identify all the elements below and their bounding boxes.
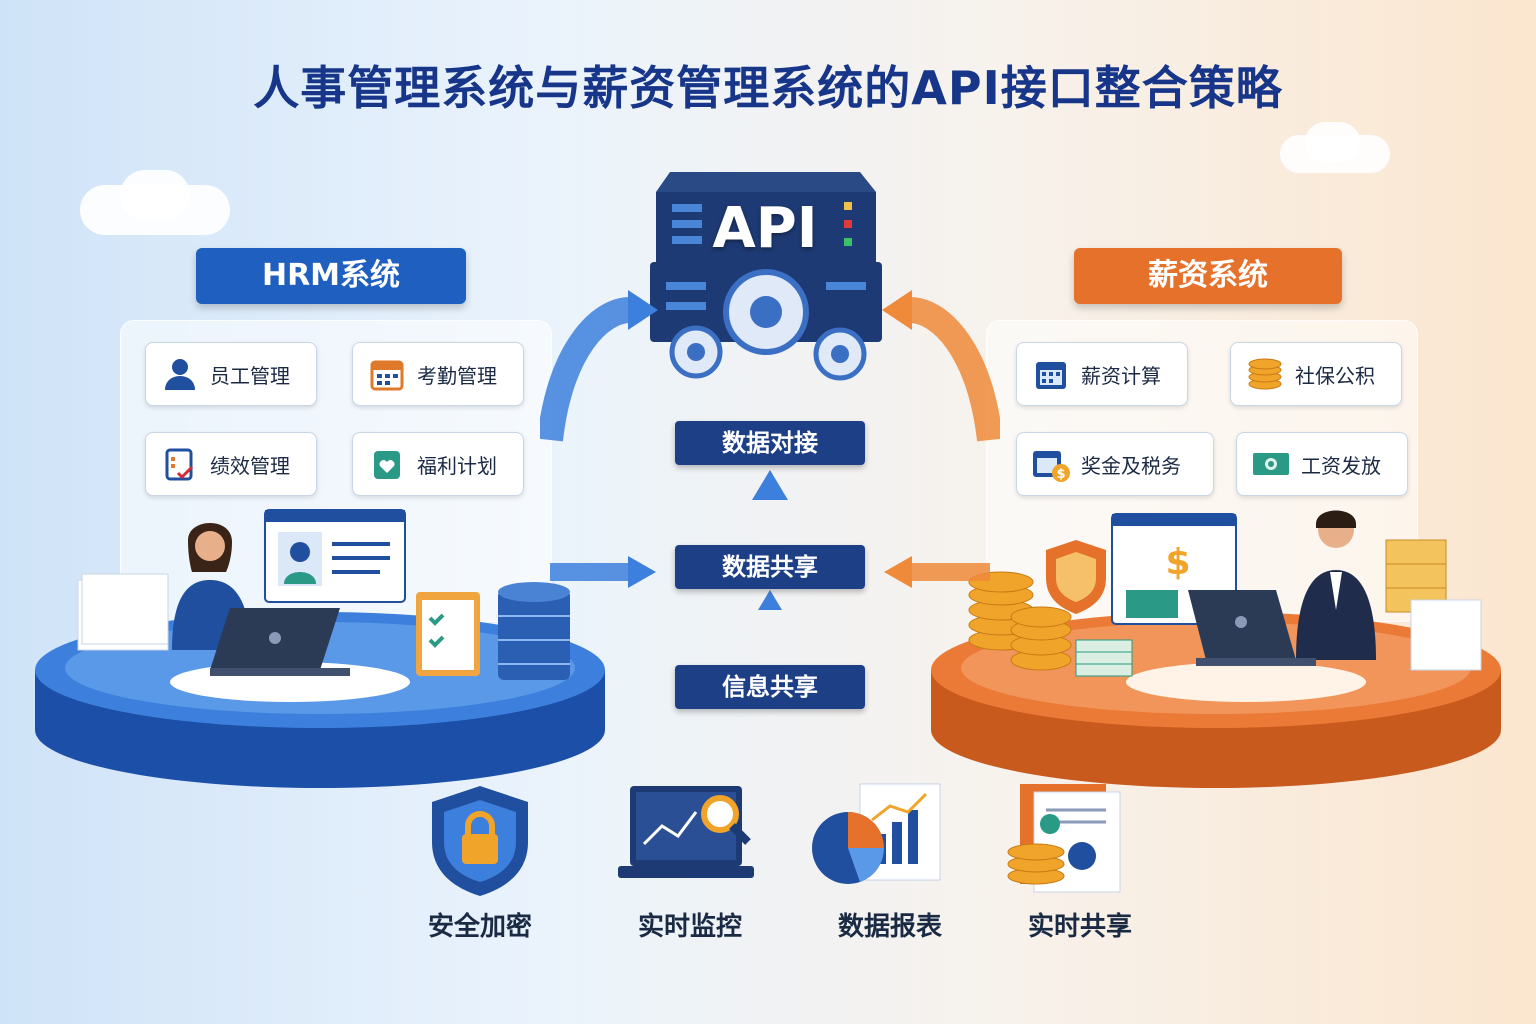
coins-icon	[1245, 354, 1285, 394]
payroll-module-social-security[interactable]: 社保公积	[1230, 342, 1402, 406]
document-share-icon	[1007, 784, 1121, 893]
calendar-dollar-icon: $	[1031, 444, 1071, 484]
feature-reports: 数据报表	[800, 780, 980, 943]
hrm-system-label: HRM系统	[196, 248, 466, 304]
person-icon	[160, 354, 200, 394]
calendar-icon	[367, 354, 407, 394]
hrm-module-performance[interactable]: 绩效管理	[145, 432, 317, 496]
svg-text:$: $	[1165, 542, 1190, 583]
feature-monitoring: 实时监控	[600, 780, 780, 943]
api-server	[650, 172, 882, 381]
hrm-module-attendance[interactable]: 考勤管理	[352, 342, 524, 406]
feature-label: 实时监控	[637, 912, 742, 942]
gear-icon	[669, 269, 867, 381]
laptop-analytics-icon	[618, 786, 754, 878]
hrm-module-label: 考勤管理	[417, 363, 497, 388]
payroll-module-wage-payment[interactable]: 工资发放	[1236, 432, 1408, 496]
hrm-module-benefits[interactable]: 福利计划	[352, 432, 524, 496]
hrm-module-label: 员工管理	[210, 363, 290, 388]
cloud-left-top	[120, 170, 190, 220]
banknote-icon	[1251, 444, 1291, 484]
cloud-right-top	[1305, 122, 1360, 162]
hrm-platform	[35, 509, 605, 788]
hrm-module-label: 绩效管理	[210, 453, 290, 478]
report-chart-icon	[812, 783, 941, 884]
payroll-module-label: 社保公积	[1295, 363, 1375, 388]
payroll-module-label: 奖金及税务	[1081, 453, 1181, 478]
payroll-module-label: 工资发放	[1301, 453, 1381, 478]
checklist-icon	[160, 444, 200, 484]
hrm-module-label: 福利计划	[417, 453, 497, 478]
feature-label: 实时共享	[1027, 912, 1132, 942]
hrm-module-employee[interactable]: 员工管理	[145, 342, 317, 406]
payroll-module-label: 薪资计算	[1081, 363, 1161, 388]
flow-label-data-share: 数据共享	[675, 545, 865, 589]
page-title: 人事管理系统与薪资管理系统的API接口整合策略	[253, 61, 1283, 115]
feature-label: 数据报表	[837, 912, 942, 942]
payroll-platform: $	[931, 510, 1501, 788]
feature-label: 安全加密	[427, 912, 532, 942]
shield-lock-icon	[432, 786, 528, 896]
feature-security: 安全加密	[390, 780, 570, 943]
payroll-module-calculation[interactable]: 薪资计算	[1016, 342, 1188, 406]
flow-label-data-connect: 数据对接	[675, 421, 865, 465]
flow-label-info-share: 信息共享	[675, 665, 865, 709]
calendar-grid-icon	[1031, 354, 1071, 394]
api-label: API	[712, 196, 818, 261]
payroll-module-bonus-tax[interactable]: $ 奖金及税务	[1016, 432, 1214, 496]
heart-badge-icon	[367, 444, 407, 484]
svg-text:$: $	[1056, 467, 1065, 482]
connector-arrows	[540, 290, 1000, 610]
payroll-system-label: 薪资系统	[1074, 248, 1342, 304]
feature-sharing: 实时共享	[990, 780, 1170, 943]
